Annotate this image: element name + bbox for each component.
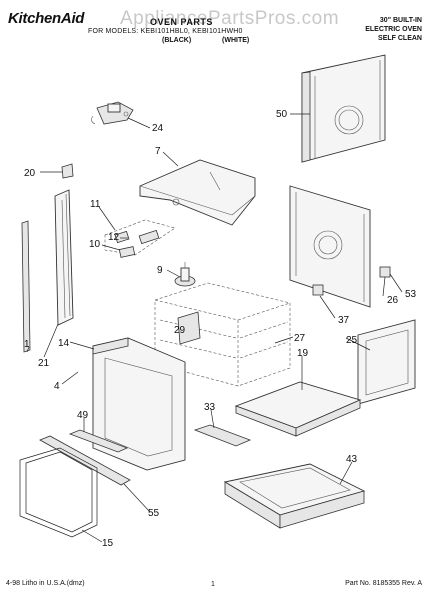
spec-line-1: 30" BUILT-IN <box>379 17 422 24</box>
model-numbers: FOR MODELS: KEBI101HBL0, KEBI101HWH0 <box>88 28 243 35</box>
part-rear-panel <box>301 54 386 163</box>
part-handle-bar <box>68 429 129 453</box>
callout-10: 10 <box>89 239 101 250</box>
part-door-frame <box>92 337 186 471</box>
part-drawer-handle <box>39 435 131 486</box>
page-header: KitchenAid AppliancePartsPros.com OVEN P… <box>0 0 434 52</box>
part-bottom-trim <box>193 424 252 447</box>
callout-15: 15 <box>102 538 114 549</box>
spec-line-2: ELECTRIC OVEN <box>365 26 422 33</box>
product-spec: 30" BUILT-IN ELECTRIC OVEN SELF CLEAN <box>365 16 422 43</box>
callout-12: 12 <box>108 232 120 243</box>
footer-part-number: Part No. 8185355 Rev. A <box>345 580 422 587</box>
callout-50: 50 <box>276 109 288 120</box>
part-control-bracket <box>104 219 176 258</box>
callout-9: 9 <box>157 265 163 276</box>
color-black-label: (BLACK) <box>162 37 192 44</box>
part-clip <box>61 163 74 179</box>
callout-37: 37 <box>338 315 350 326</box>
callout-33: 33 <box>204 402 216 413</box>
callout-7: 7 <box>155 146 161 157</box>
watermark: AppliancePartsPros.com <box>120 8 340 29</box>
callout-20: 20 <box>24 168 36 179</box>
callout-27: 27 <box>294 333 306 344</box>
callout-26: 26 <box>387 295 399 306</box>
callout-11: 11 <box>90 199 101 210</box>
part-side-panel <box>289 185 391 308</box>
callout-55: 55 <box>148 508 160 519</box>
part-storage-drawer <box>223 463 366 529</box>
callout-4: 4 <box>54 381 60 392</box>
part-top-panel <box>139 159 256 226</box>
callout-43: 43 <box>346 454 358 465</box>
part-gasket-strip <box>21 220 31 353</box>
callout-25: 25 <box>346 335 358 346</box>
footer-litho: 4-98 Litho in U.S.A.(dmz) <box>6 580 85 587</box>
callout-labels: 50 24 7 20 11 12 10 9 26 53 37 29 27 25 … <box>24 109 417 549</box>
part-door-gasket <box>19 447 98 538</box>
spec-line-3: SELF CLEAN <box>378 35 422 42</box>
part-latch-assembly <box>91 101 134 125</box>
part-sensor <box>174 262 196 287</box>
page-title: OVEN PARTS <box>150 17 213 27</box>
part-drawer-tray <box>234 381 362 437</box>
callout-19: 19 <box>297 348 309 359</box>
callout-1: 1 <box>24 339 30 350</box>
part-bracket-53 <box>379 266 391 278</box>
callout-53: 53 <box>405 289 417 300</box>
callout-49: 49 <box>77 410 89 421</box>
callout-24: 24 <box>152 123 164 134</box>
part-oven-cavity <box>154 282 291 387</box>
callout-14: 14 <box>58 338 70 349</box>
part-door-trim <box>54 189 74 326</box>
callout-21: 21 <box>38 358 50 369</box>
footer-page-number: 1 <box>211 581 215 588</box>
callout-29: 29 <box>174 325 186 336</box>
leader-lines <box>26 113 403 543</box>
brand-logo: KitchenAid <box>8 10 85 27</box>
color-white-label: (WHITE) <box>222 37 250 44</box>
part-drawer-back <box>357 319 416 405</box>
